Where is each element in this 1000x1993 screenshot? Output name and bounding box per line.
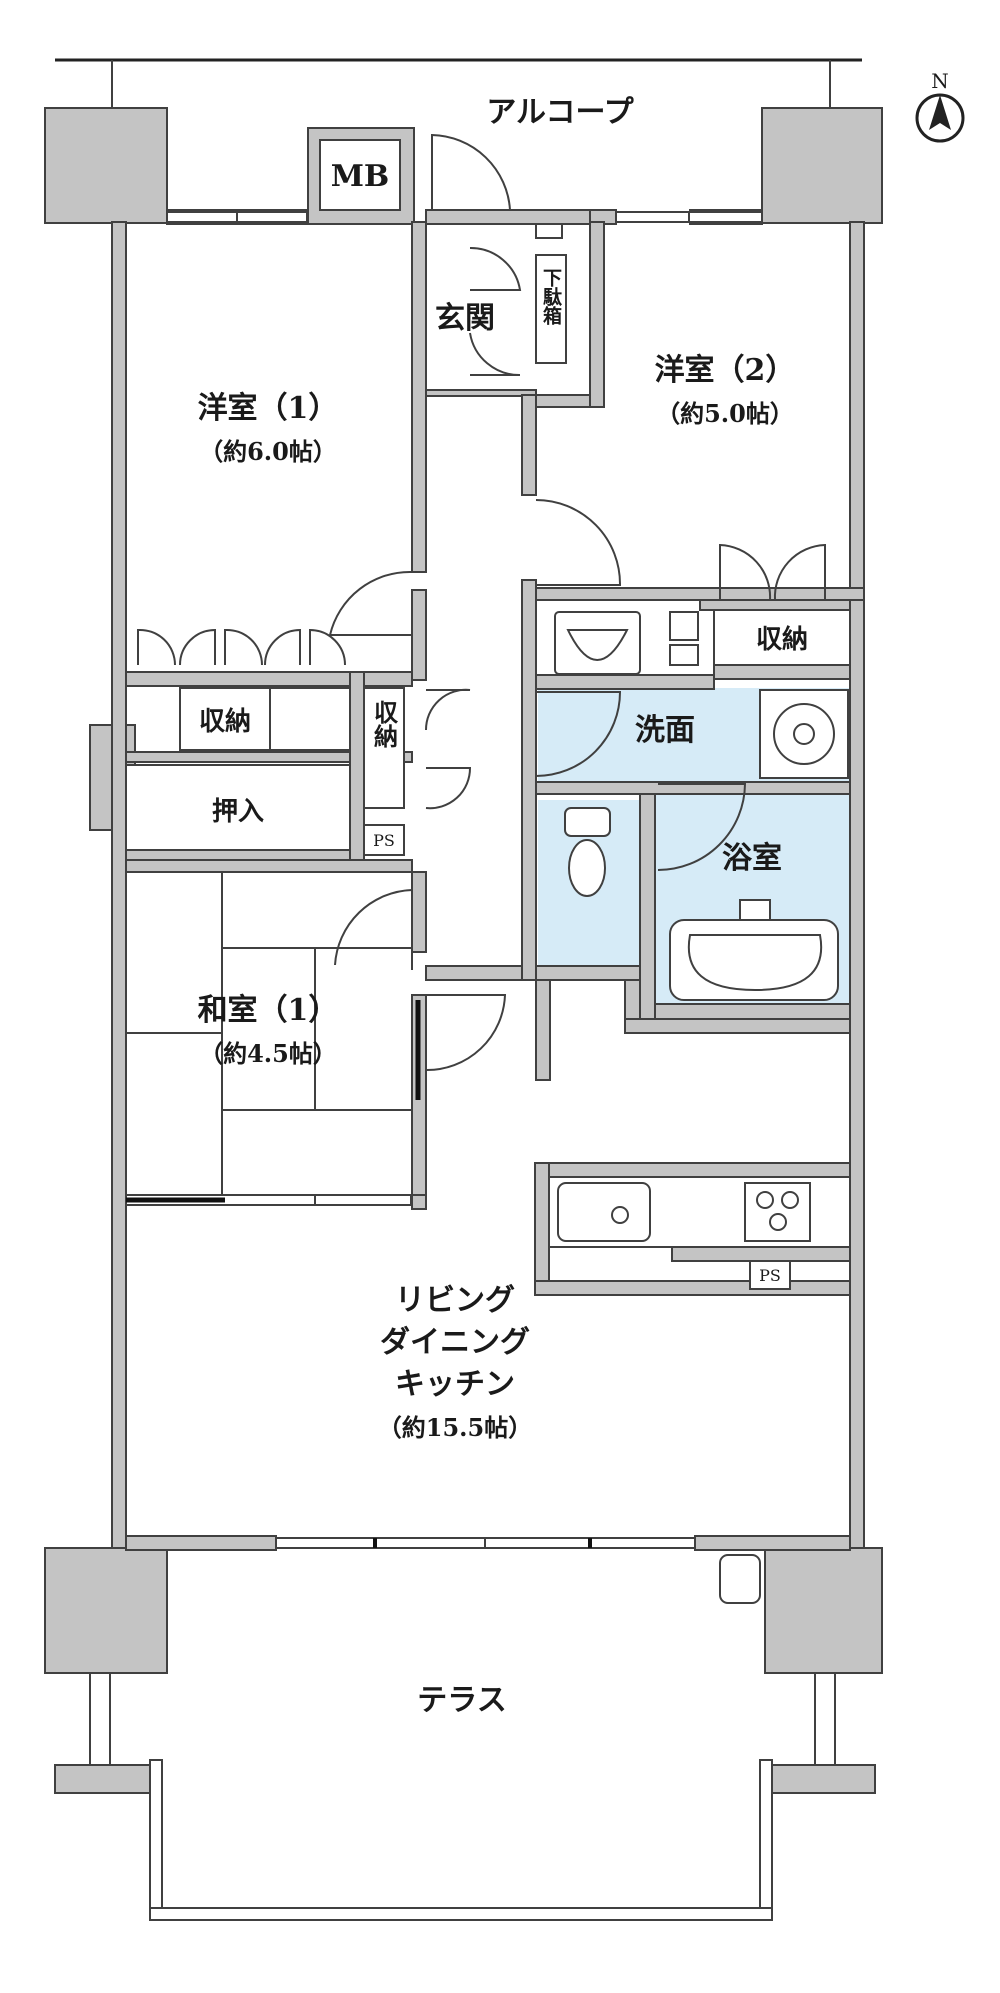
shoe-box	[535, 254, 567, 364]
label-ps-2: PS	[759, 1266, 781, 1285]
toilet	[564, 807, 611, 897]
bathtub	[669, 899, 839, 1001]
label-japanese-room-1-area: （約4.5帖）	[199, 1039, 337, 1068]
label-western-room-2-area: （約5.0帖）	[656, 399, 794, 428]
closet-box	[125, 764, 351, 851]
label-japanese-room-1: 和室（1）	[198, 993, 339, 1028]
label-closet: 押入	[212, 797, 264, 827]
column-bottom-right	[764, 1547, 883, 1674]
label-western-room-1: 洋室（1）	[198, 391, 339, 426]
label-terrace: テラス	[417, 1683, 506, 1718]
label-mb: MB	[331, 159, 390, 194]
label-washroom: 洗面	[635, 713, 695, 748]
ps-1-box	[363, 824, 405, 856]
compass-label: N	[931, 69, 949, 93]
label-ps-1: PS	[373, 831, 395, 850]
stove	[744, 1182, 811, 1242]
kitchen-counter	[534, 1162, 851, 1296]
label-ldk-area: （約15.5帖）	[378, 1413, 532, 1442]
wall-corridor-right	[521, 394, 537, 496]
label-ldk-line3: キッチン	[395, 1367, 515, 1402]
label-storage-1: 収納	[199, 706, 251, 737]
label-shoe-box: 下駄箱	[540, 268, 562, 326]
column-top-right	[761, 107, 883, 224]
label-bathroom: 浴室	[722, 841, 782, 876]
wall-bottom	[125, 1535, 277, 1551]
column-bottom-left	[44, 1547, 168, 1674]
column-top-left	[44, 107, 168, 224]
wall-left	[111, 221, 127, 1549]
label-storage-2: 収納	[370, 700, 399, 748]
sink	[557, 1182, 651, 1242]
doors	[137, 133, 826, 1072]
storage-1-box	[179, 687, 271, 751]
label-alcove: アルコープ	[486, 95, 634, 130]
terrace-faucet	[719, 1554, 761, 1604]
ps-2-box	[749, 1260, 791, 1290]
storage-2-box	[363, 687, 405, 809]
terrace-railing	[54, 1554, 876, 1921]
wall-western1-right	[411, 221, 427, 573]
label-entrance: 玄関	[435, 301, 495, 336]
label-storage-3: 収納	[756, 624, 808, 655]
label-ldk-line2: ダイニング	[380, 1325, 530, 1360]
tatami-mats	[126, 872, 412, 1195]
label-ldk-line1: リビング	[395, 1283, 515, 1318]
label-western-room-1-area: （約6.0帖）	[199, 437, 337, 466]
label-western-room-2: 洋室（2）	[655, 353, 796, 388]
wall-right	[849, 221, 865, 1549]
wall-bottom-right	[694, 1535, 851, 1551]
north-compass-icon: N	[915, 69, 965, 143]
